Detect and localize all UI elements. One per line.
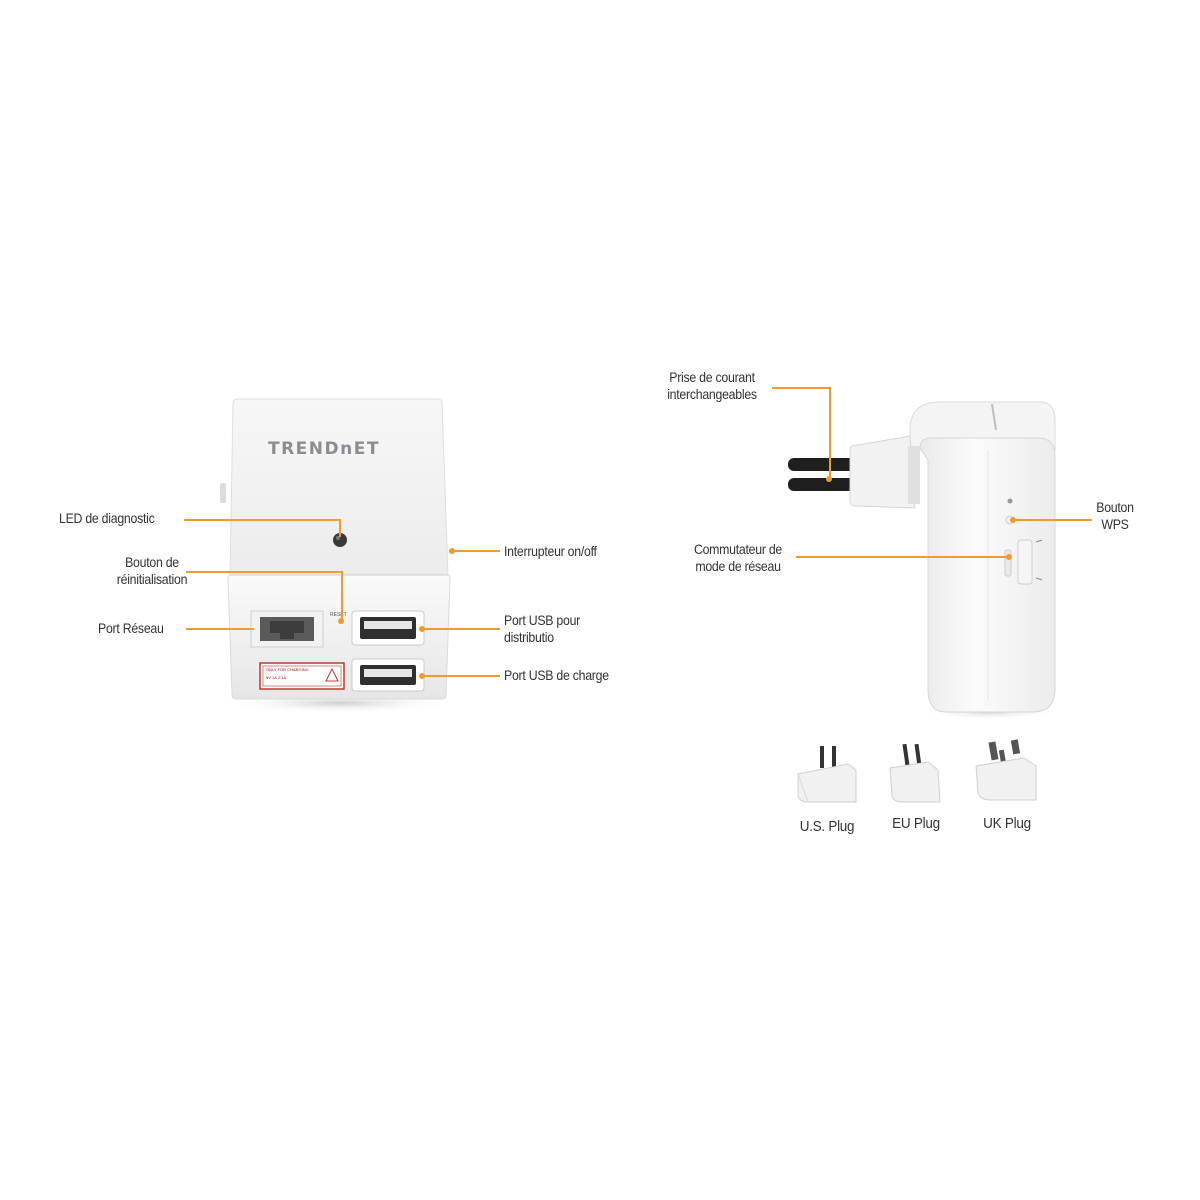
us-plug-icon (797, 746, 857, 803)
label-network-port: Port Réseau (98, 620, 164, 636)
eu-plug-icon (889, 743, 941, 803)
us-plug-label: U.S. Plug (799, 818, 855, 835)
callout-line-wps (1012, 519, 1092, 521)
sticker-line-1: ONLY FOR CHARGING (266, 667, 309, 672)
label-power-switch: Interrupteur on/off (504, 543, 597, 559)
label-usb-share: Port USB pour distributio (504, 612, 581, 645)
device-side-illustration (788, 401, 1060, 720)
callout-line-usb-share (422, 628, 500, 630)
uk-plug-icon (975, 739, 1037, 801)
callout-line-plugs (772, 387, 830, 389)
brand-logo-text: TRENDnET (268, 439, 380, 459)
sticker-line-2: 5V 1A 2.1A (266, 675, 287, 680)
callout-line-usb-charge (422, 675, 500, 677)
label-plugs: Prise de courant interchangeables (667, 369, 757, 402)
reset-marking: RESET (330, 612, 347, 618)
label-wps-button: Bouton WPS (1096, 499, 1134, 532)
eu-plug-label: EU Plug (892, 815, 940, 832)
callout-line-mode (796, 556, 1008, 558)
uk-plug-label: UK Plug (983, 815, 1031, 832)
callout-line-power (452, 550, 500, 552)
label-usb-charge: Port USB de charge (504, 667, 609, 683)
label-reset-button: Bouton de réinitialisation (116, 554, 188, 587)
device-front-illustration (220, 398, 460, 713)
label-mode-switch: Commutateur de mode de réseau (693, 541, 783, 574)
callout-line-reset (186, 571, 342, 573)
callout-line-network (186, 628, 254, 630)
label-led-diagnostic: LED de diagnostic (59, 510, 155, 526)
callout-line-led (184, 519, 340, 521)
